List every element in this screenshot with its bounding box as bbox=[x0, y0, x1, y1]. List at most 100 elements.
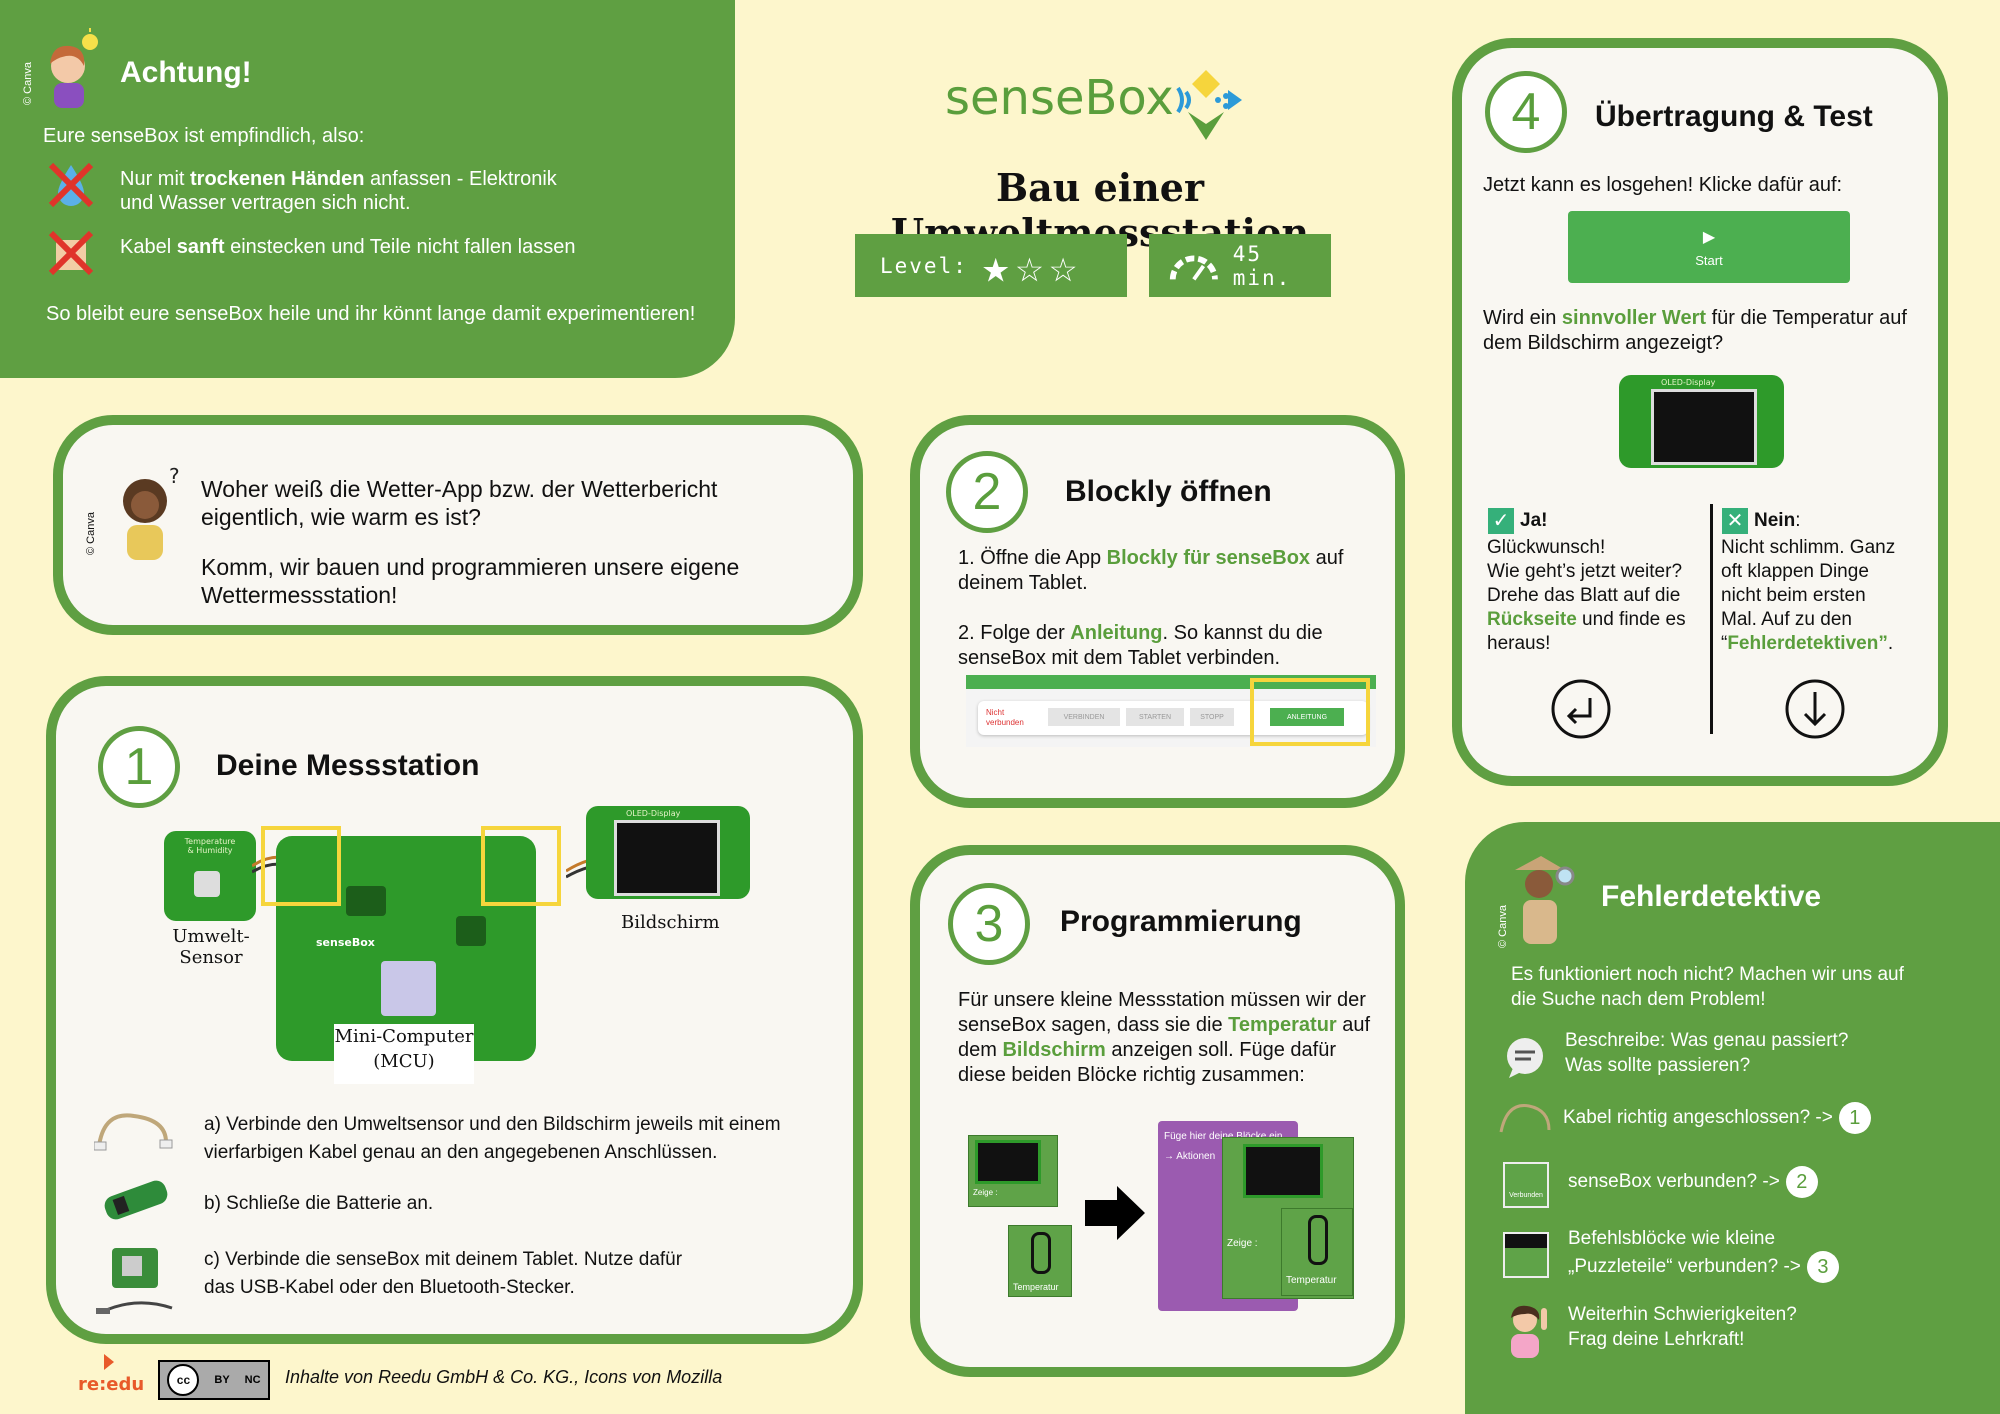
sensor-port-highlight bbox=[261, 826, 341, 906]
detective-icon bbox=[1515, 856, 1575, 944]
troubleshooting-title: Fehlerdetektive bbox=[1601, 880, 1822, 913]
yes-text: Glückwunsch!Wie geht’s jetzt weiter?Dreh… bbox=[1487, 537, 1686, 654]
connect-button[interactable]: VERBINDEN bbox=[1048, 708, 1120, 726]
ref-step-2[interactable]: 2 bbox=[1785, 1166, 1818, 1198]
level-label: Level: bbox=[880, 253, 968, 278]
footer-logo: re:edu bbox=[78, 1354, 144, 1395]
display-board: OLED-Display bbox=[1619, 375, 1784, 468]
step4-instruction: Jetzt kann es losgehen! Klicke dafür auf… bbox=[1483, 174, 1843, 196]
instruction-b: b) Schließe die Batterie an. bbox=[204, 1193, 434, 1214]
check-blocks: Befehlsblöcke wie kleine„Puzzleteile“ ve… bbox=[1568, 1226, 1839, 1283]
cross-icon: ✕ bbox=[1722, 508, 1748, 534]
star-filled-icon: ★ bbox=[981, 238, 1012, 293]
warning-panel: © Canva Achtung! Eure senseBox ist empfi… bbox=[0, 0, 735, 378]
svg-text:?: ? bbox=[169, 465, 180, 488]
duration-text: 45 min. bbox=[1232, 241, 1292, 290]
step2-instruction-2: 2. Folge der Anleitung. So kannst du die… bbox=[958, 622, 1323, 669]
combined-block: Zeige : Temperatur bbox=[1222, 1137, 1354, 1299]
step3-title: Programmierung bbox=[1060, 905, 1302, 938]
divider bbox=[1710, 504, 1713, 734]
guide-button[interactable]: ANLEITUNG bbox=[1270, 708, 1344, 726]
arrow-down-icon bbox=[1785, 679, 1845, 739]
mcu-board: senseBox bbox=[276, 836, 536, 1061]
star-empty-icon: ☆ bbox=[1049, 238, 1079, 293]
step4-title: Übertragung & Test bbox=[1595, 100, 1873, 133]
ref-step-1[interactable]: 1 bbox=[1838, 1102, 1871, 1134]
warning-intro: Eure senseBox ist empfindlich, also: bbox=[43, 125, 365, 147]
step-number: 1 bbox=[98, 726, 180, 808]
step3-card: 3 Programmierung Für unsere kleine Messs… bbox=[910, 845, 1405, 1377]
thermometer-icon bbox=[1031, 1232, 1051, 1274]
troubleshooting-panel: © Canva Fehlerdetektive Es funktioniert … bbox=[1465, 822, 2000, 1414]
canva-credit: © Canva bbox=[22, 62, 34, 105]
teacher-icon bbox=[1511, 1305, 1547, 1358]
step1-card: 1 Deine Messstation Temperature& Humidit… bbox=[46, 676, 863, 1344]
step4-question: Wird ein sinnvoller Wert für die Tempera… bbox=[1483, 307, 1907, 354]
duration-badge: 45 min. bbox=[1149, 234, 1331, 297]
intro-card: © Canva ? Woher weiß die Wetter-App bzw.… bbox=[53, 415, 863, 635]
warning-rule-gentle: Kabel sanft einstecken und Teile nicht f… bbox=[120, 236, 576, 258]
checkmark-icon: ✓ bbox=[1488, 508, 1514, 534]
instruction-a: a) Verbinde den Umweltsensor und den Bil… bbox=[204, 1114, 781, 1163]
stop-button[interactable]: STOPP bbox=[1190, 708, 1234, 726]
instruction-c: c) Verbinde die senseBox mit deinem Tabl… bbox=[204, 1249, 683, 1298]
level-badge: Level: ★ ☆ ☆ bbox=[855, 234, 1127, 297]
display-port-highlight bbox=[481, 826, 561, 906]
thermometer-icon bbox=[1308, 1215, 1328, 1265]
girl-idea-icon bbox=[50, 28, 98, 108]
start-button[interactable]: STARTEN bbox=[1126, 708, 1184, 726]
turn-page-icon bbox=[1551, 679, 1611, 739]
sensebox-logo-icon bbox=[1176, 70, 1242, 140]
intro-invitation: Komm, wir bauen und programmieren unsere… bbox=[201, 554, 740, 608]
display-label: Bildschirm bbox=[621, 912, 720, 933]
reedu-logo-icon bbox=[104, 1354, 114, 1370]
usb-bluetooth-icon bbox=[96, 1248, 173, 1314]
warning-title: Achtung! bbox=[120, 56, 252, 89]
thinking-girl-icon: ? bbox=[123, 465, 180, 560]
warning-outro: So bleibt eure senseBox heile und ihr kö… bbox=[46, 303, 696, 325]
play-icon: ▶ bbox=[1702, 228, 1716, 246]
step3-description: Für unsere kleine Messstation müssen wir… bbox=[958, 989, 1371, 1086]
arrow-right-icon bbox=[1085, 1186, 1145, 1240]
step-number: 2 bbox=[946, 451, 1028, 533]
mcu-label: Mini-Computer(MCU) bbox=[334, 1024, 474, 1084]
connected-icon: Verbunden bbox=[1503, 1162, 1549, 1208]
no-throw-icon bbox=[48, 230, 94, 276]
environment-sensor-board: Temperature& Humidity bbox=[164, 831, 256, 921]
cable-icon bbox=[1499, 1104, 1551, 1133]
ref-step-3[interactable]: 3 bbox=[1806, 1251, 1839, 1283]
speedometer-icon bbox=[1169, 254, 1218, 281]
yes-title: Ja! bbox=[1520, 510, 1548, 531]
temperature-block[interactable]: Temperatur bbox=[1008, 1225, 1072, 1297]
intro-question: Woher weiß die Wetter-App bzw. der Wette… bbox=[201, 476, 718, 530]
star-empty-icon: ☆ bbox=[1015, 238, 1046, 293]
warning-rule-dry-hands: Nur mit trockenen Händen anfassen - Elek… bbox=[120, 168, 557, 214]
guide-button-highlight bbox=[1250, 678, 1370, 746]
blocks-icon bbox=[1503, 1232, 1549, 1278]
step2-card: 2 Blockly öffnen 1. Öffne die App Blockl… bbox=[910, 415, 1405, 808]
check-describe: Beschreibe: Was genau passiert?Was sollt… bbox=[1565, 1030, 1849, 1076]
footer-credit: Inhalte von Reedu GmbH & Co. KG., Icons … bbox=[285, 1367, 723, 1387]
sensebox-logo: senseBox bbox=[945, 70, 1174, 126]
step-number: 3 bbox=[948, 883, 1030, 965]
display-board: OLED-Display bbox=[586, 806, 750, 899]
no-title: Nein: bbox=[1754, 510, 1801, 531]
check-cable: Kabel richtig angeschlossen? ->1 bbox=[1563, 1102, 1871, 1134]
step-number: 4 bbox=[1485, 71, 1567, 153]
start-button[interactable]: ▶ Start bbox=[1568, 211, 1850, 283]
display-block[interactable]: Zeige : bbox=[968, 1135, 1058, 1207]
cable-icon bbox=[94, 1113, 173, 1151]
check-teacher: Weiterhin Schwierigkeiten?Frag deine Leh… bbox=[1568, 1304, 1797, 1350]
speech-bubble-icon bbox=[1507, 1038, 1543, 1078]
step2-instruction-1: 1. Öffne die App Blockly für senseBox au… bbox=[958, 547, 1344, 594]
battery-icon bbox=[104, 1180, 168, 1220]
canva-credit: © Canva bbox=[85, 512, 97, 555]
check-connected: senseBox verbunden? ->2 bbox=[1568, 1166, 1818, 1198]
cc-license-badge[interactable]: cc BY NC bbox=[158, 1360, 270, 1400]
step1-title: Deine Messstation bbox=[216, 749, 480, 782]
troubleshooting-intro: Es funktioniert noch nicht? Machen wir u… bbox=[1511, 964, 1904, 1010]
